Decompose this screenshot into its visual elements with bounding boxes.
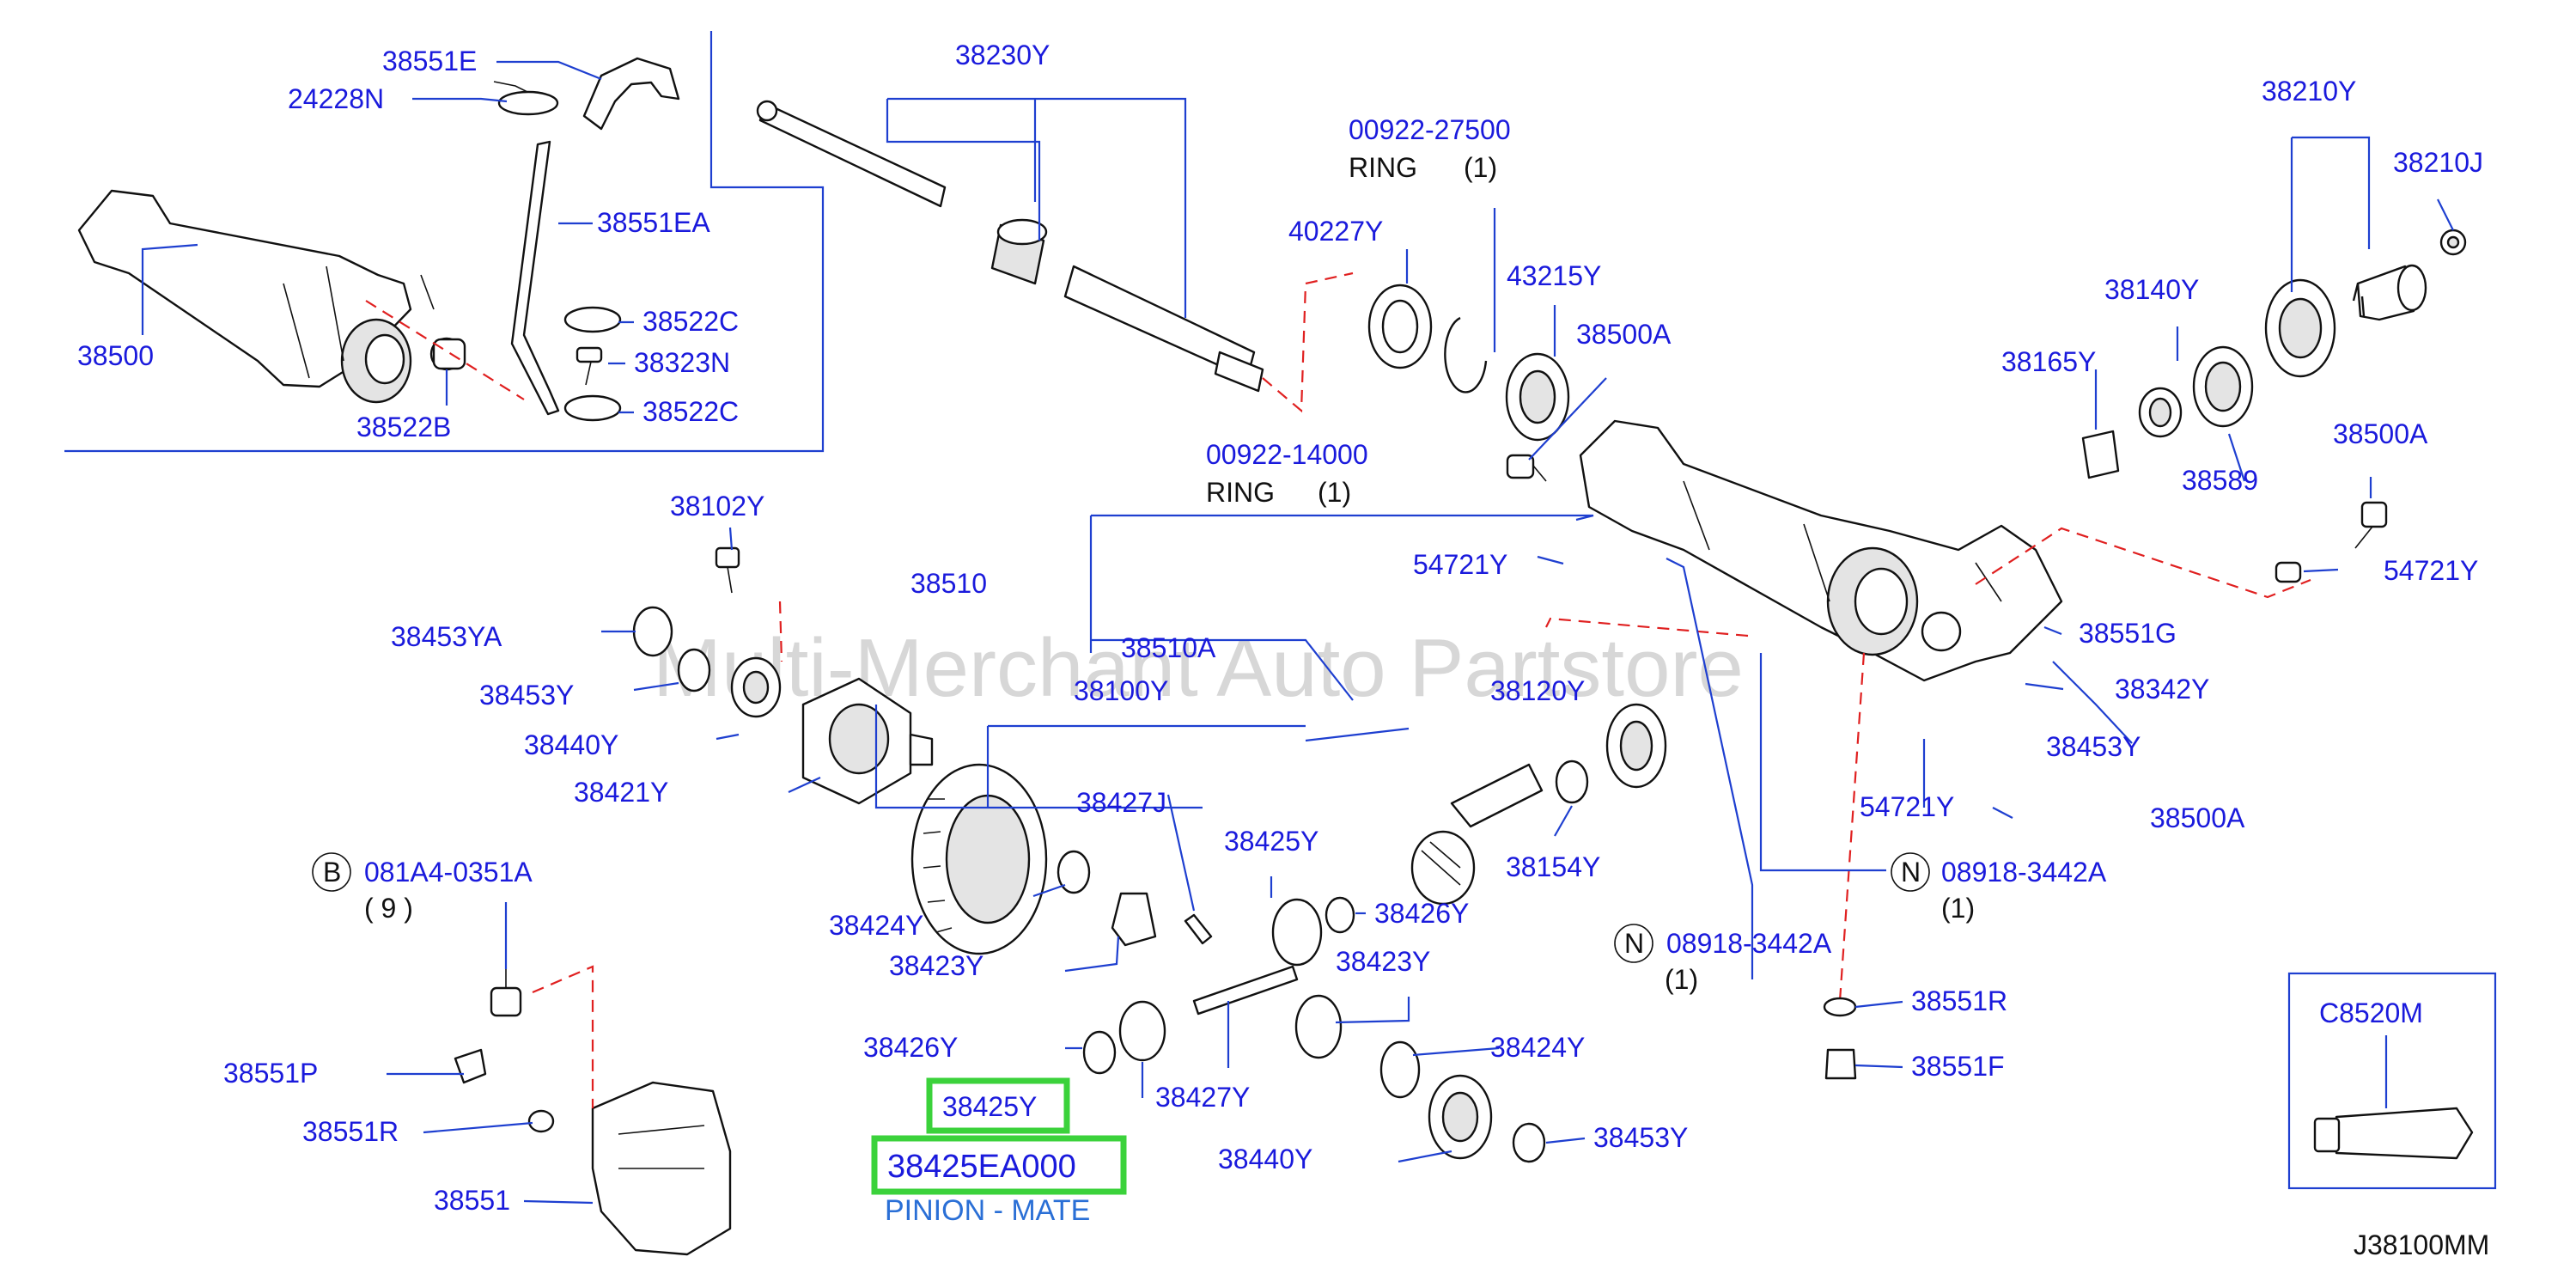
highlight-ref-box bbox=[926, 1077, 1070, 1134]
callout-label[interactable]: 54721Y bbox=[1860, 791, 1954, 822]
callout-label[interactable]: 38342Y bbox=[2115, 674, 2209, 705]
symbol-n-circle-2 bbox=[1614, 924, 1653, 963]
rear-cover-drawing bbox=[454, 967, 732, 1256]
side-gears-and-pinions-drawing bbox=[1057, 850, 1546, 1163]
callout-label[interactable]: 38551F bbox=[1911, 1051, 2005, 1082]
callout-label[interactable]: 38210Y bbox=[2262, 76, 2356, 107]
callout-label[interactable]: 38500A bbox=[2333, 418, 2428, 449]
callout-label[interactable]: 38500A bbox=[1576, 319, 1672, 350]
callout-label[interactable]: 38423Y bbox=[1336, 946, 1430, 977]
callout-081A4-0351A-qty: ( 9 ) bbox=[364, 893, 413, 924]
callout-label[interactable]: 38210J bbox=[2393, 147, 2483, 178]
callout-08918-3442A-1[interactable]: 08918-3442A bbox=[1941, 857, 2107, 888]
callout-label[interactable]: C8520M bbox=[2319, 997, 2423, 1028]
callout-label[interactable]: 43215Y bbox=[1507, 260, 1601, 291]
callout-label[interactable]: 24228N bbox=[288, 83, 384, 114]
ring-note-2-part[interactable]: 00922-14000 bbox=[1206, 439, 1368, 470]
rear-axle-housing-drawing bbox=[1506, 419, 2063, 682]
highlight-description: PINION - MATE bbox=[885, 1194, 1090, 1227]
callout-label[interactable]: 38165Y bbox=[2001, 346, 2096, 377]
highlight-part-number[interactable]: 38425EA000 bbox=[887, 1149, 1076, 1185]
callout-label[interactable]: 38440Y bbox=[524, 729, 618, 760]
drive-shaft-drawing bbox=[756, 100, 1264, 393]
sealant-tube-drawing bbox=[2313, 1107, 2474, 1160]
ring-gear-drawing bbox=[910, 763, 1048, 955]
callout-label[interactable]: 38551EA bbox=[597, 207, 710, 238]
callout-label[interactable]: 38522C bbox=[642, 396, 739, 427]
callout-label[interactable]: 38551P bbox=[223, 1058, 318, 1089]
callout-label[interactable]: 38423Y bbox=[889, 950, 984, 981]
callout-label[interactable]: 38522C bbox=[642, 306, 739, 337]
highlight-part-box bbox=[871, 1135, 1127, 1195]
ring-note-1-part[interactable]: 00922-27500 bbox=[1349, 114, 1511, 145]
inset-frame bbox=[64, 31, 825, 453]
callout-label[interactable]: 54721Y bbox=[1413, 549, 1507, 580]
callout-label[interactable]: 38453YA bbox=[391, 621, 502, 652]
callout-label[interactable]: 38427Y bbox=[1155, 1082, 1250, 1113]
callout-label[interactable]: 38551R bbox=[302, 1116, 399, 1147]
callout-label[interactable]: 38522B bbox=[356, 412, 451, 442]
callout-label[interactable]: 38453Y bbox=[1593, 1122, 1688, 1153]
sealant-box bbox=[2287, 972, 2497, 1190]
callout-081A4-0351A[interactable]: 081A4-0351A bbox=[364, 857, 533, 888]
callout-label[interactable]: 54721Y bbox=[2384, 555, 2478, 586]
callout-label[interactable]: 38426Y bbox=[863, 1032, 958, 1063]
callout-08918-3442A-2[interactable]: 08918-3442A bbox=[1666, 928, 1832, 959]
callout-08918-3442A-1-qty: (1) bbox=[1941, 893, 1975, 924]
callout-label[interactable]: 38427J bbox=[1076, 787, 1166, 818]
ring-note-2-text: RING bbox=[1206, 477, 1275, 508]
callout-label[interactable]: 38551G bbox=[2079, 618, 2177, 649]
callout-label[interactable]: 38230Y bbox=[955, 40, 1050, 70]
bearing-38120Y-drawing bbox=[1555, 703, 1667, 804]
callout-label[interactable]: 38154Y bbox=[1506, 851, 1600, 882]
callout-08918-3442A-2-qty: (1) bbox=[1665, 964, 1698, 995]
callout-label[interactable]: 38440Y bbox=[1218, 1144, 1312, 1174]
callout-label[interactable]: 38551E bbox=[382, 46, 477, 76]
symbol-b: B bbox=[323, 857, 341, 888]
callout-label[interactable]: 38426Y bbox=[1374, 898, 1469, 929]
callout-label[interactable]: 38510 bbox=[910, 568, 987, 599]
callout-label[interactable]: 38424Y bbox=[1490, 1032, 1585, 1063]
symbol-n-circle-1 bbox=[1891, 852, 1930, 892]
callout-label[interactable]: 38425Y bbox=[1224, 826, 1318, 857]
drive-pinion-drawing bbox=[1410, 763, 1544, 906]
diagram-code: J38100MM bbox=[2354, 1229, 2489, 1260]
callout-label[interactable]: 38510A bbox=[1121, 632, 1216, 663]
callout-label[interactable]: 38140Y bbox=[2104, 274, 2199, 305]
callout-label[interactable]: 38424Y bbox=[829, 910, 923, 941]
callout-label[interactable]: 38120Y bbox=[1490, 675, 1585, 706]
callout-label[interactable]: 38500 bbox=[77, 340, 154, 371]
breather-hose-drawing bbox=[493, 57, 680, 416]
symbol-n-1: N bbox=[1901, 857, 1921, 888]
drain-plug-drawing bbox=[1823, 997, 1857, 1080]
ring-note-1-qty: (1) bbox=[1464, 152, 1497, 183]
callout-label[interactable]: 38551R bbox=[1911, 985, 2007, 1016]
callout-label[interactable]: 38453Y bbox=[2046, 731, 2141, 762]
callout-label[interactable]: 38453Y bbox=[479, 680, 574, 711]
callout-label[interactable]: 38323N bbox=[634, 347, 730, 378]
callout-label[interactable]: 40227Y bbox=[1288, 216, 1383, 247]
callout-label[interactable]: 38102Y bbox=[670, 491, 764, 522]
leader-lines bbox=[141, 60, 2454, 1205]
highlight-ref-label[interactable]: 38425Y bbox=[942, 1091, 1037, 1122]
callout-labels: 38551E 24228N 38551EA 38500 38522C 38323… bbox=[77, 40, 2483, 1216]
callout-label[interactable]: 38589 bbox=[2182, 465, 2258, 496]
ring-note-2-qty: (1) bbox=[1318, 477, 1351, 508]
callout-label[interactable]: 38551 bbox=[434, 1185, 510, 1216]
companion-flange-drawing bbox=[2081, 229, 2467, 583]
symbol-n-2: N bbox=[1624, 928, 1644, 959]
differential-case-drawing bbox=[632, 546, 934, 805]
callout-label[interactable]: 38500A bbox=[2150, 802, 2245, 833]
ring-note-1-text: RING bbox=[1349, 152, 1417, 183]
hose-clamps-drawing bbox=[563, 306, 622, 422]
oil-seal-ring-bearing-drawing bbox=[1367, 284, 1570, 442]
callout-label[interactable]: 38100Y bbox=[1074, 675, 1168, 706]
symbol-b-circle bbox=[312, 852, 351, 892]
callout-label[interactable]: 38421Y bbox=[574, 777, 668, 808]
